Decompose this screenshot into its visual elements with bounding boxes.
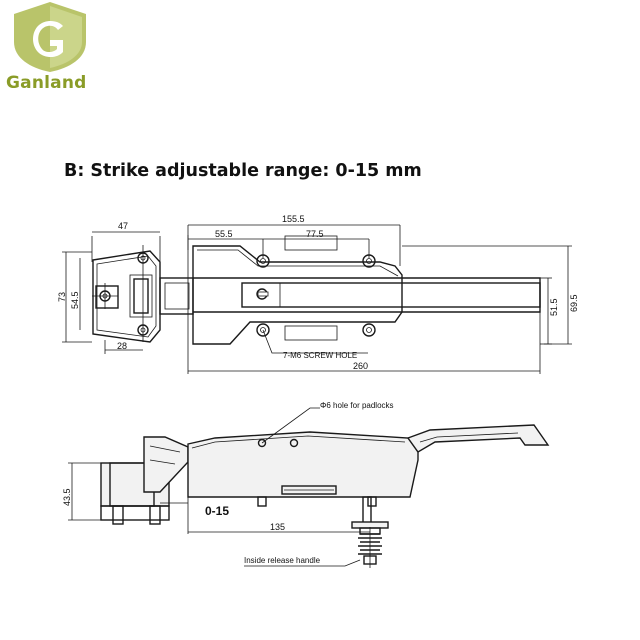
dim-strike-base: 28 xyxy=(117,341,127,351)
side-view: Φ6 hole for padlocks 43.5 0-15 135 Insid… xyxy=(62,401,550,568)
dim-strike-height: 73 xyxy=(57,292,67,302)
strike-range-headline: B: Strike adjustable range: 0-15 mm xyxy=(64,161,422,181)
strike-plate xyxy=(92,245,161,343)
dim-height-inner: 51.5 xyxy=(549,298,559,316)
top-view: 47 155.5 55.5 77.5 73 54.5 28 260 51.5 6… xyxy=(57,214,579,374)
dim-strike-width: 47 xyxy=(118,221,128,231)
adjust-range-label: 0-15 xyxy=(205,504,229,518)
release-handle-note: Inside release handle xyxy=(244,556,321,565)
dim-strike-hole-spacing: 54.5 xyxy=(70,291,80,309)
dim-overall-hole-span: 155.5 xyxy=(282,214,305,224)
shield-g-logo-icon xyxy=(14,2,86,72)
strike-block-side xyxy=(100,436,189,525)
latch-body-top xyxy=(192,235,541,345)
dim-height-outer: 69.5 xyxy=(569,294,579,312)
dim-offset-left: 55.5 xyxy=(215,229,233,239)
brand-name: Ganland xyxy=(6,73,87,93)
screw-hole-note: 7-M6 SCREW HOLE xyxy=(283,351,357,360)
dim-handle-offset: 135 xyxy=(270,522,285,532)
latch-body-side xyxy=(187,424,550,507)
dim-hole-pitch: 77.5 xyxy=(306,229,324,239)
dim-strike-side-height: 43.5 xyxy=(62,488,72,506)
padlock-hole-note: Φ6 hole for padlocks xyxy=(320,401,394,410)
dim-overall-length: 260 xyxy=(353,361,368,371)
